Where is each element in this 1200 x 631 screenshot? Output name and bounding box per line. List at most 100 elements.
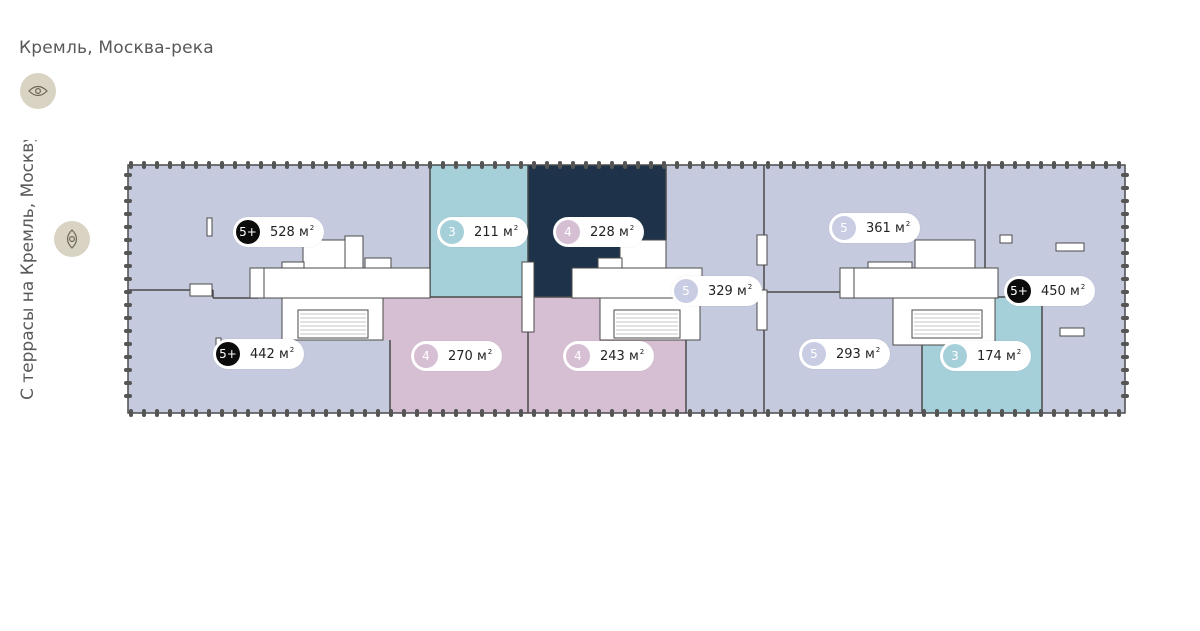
apt-badge[interactable]: 5 361 м2: [829, 213, 921, 243]
facade-column: [1013, 161, 1017, 169]
facade-column: [519, 161, 523, 169]
facade-column: [124, 173, 132, 177]
facade-column: [714, 161, 718, 169]
facade-column: [337, 161, 341, 169]
area-value: 293 м2: [836, 346, 881, 362]
facade-column: [961, 161, 965, 169]
rooms-count: 3: [440, 220, 464, 244]
apt-badge[interactable]: 5 329 м2: [671, 276, 763, 306]
apt-badge[interactable]: 4 270 м2: [411, 341, 503, 371]
facade-column: [259, 409, 263, 417]
facade-column: [389, 161, 393, 169]
facade-column: [662, 161, 666, 169]
facade-column: [753, 409, 757, 417]
facade-column: [935, 409, 939, 417]
area-value: 528 м2: [270, 224, 315, 240]
facade-column: [493, 161, 497, 169]
facade-column: [1052, 161, 1056, 169]
facade-column: [1121, 199, 1129, 203]
facade-column: [779, 161, 783, 169]
apt-badge[interactable]: 5+ 450 м2: [1004, 276, 1096, 306]
facade-column: [272, 409, 276, 417]
facade-column: [1078, 409, 1082, 417]
area-value: 329 м2: [708, 283, 753, 299]
apt-badge[interactable]: 5+ 442 м2: [213, 339, 305, 369]
facade-column: [558, 409, 562, 417]
facade-column: [272, 161, 276, 169]
rooms-count: 5: [802, 342, 826, 366]
apt-badge[interactable]: 3 174 м2: [940, 341, 1032, 371]
facade-column: [168, 409, 172, 417]
rooms-count: 5: [674, 279, 698, 303]
facade-column: [714, 409, 718, 417]
apt-badge[interactable]: 5+ 528 м2: [233, 217, 325, 247]
apt-badge[interactable]: 4 243 м2: [563, 341, 655, 371]
facade-column: [207, 409, 211, 417]
facade-column: [1104, 409, 1108, 417]
facade-column: [259, 161, 263, 169]
facade-column: [1121, 394, 1129, 398]
stairs: [300, 313, 980, 335]
facade-column: [805, 409, 809, 417]
facade-column: [298, 409, 302, 417]
view-eye-button-side[interactable]: [54, 221, 90, 257]
facade-column: [1117, 409, 1121, 417]
facade-column: [545, 409, 549, 417]
facade-column: [792, 409, 796, 417]
facade-column: [1026, 409, 1030, 417]
facade-column: [935, 161, 939, 169]
facade-column: [701, 161, 705, 169]
facade-column: [1000, 409, 1004, 417]
facade-column: [974, 409, 978, 417]
apt-badge[interactable]: 4 228 м2: [553, 217, 645, 247]
facade-column: [818, 409, 822, 417]
facade-column: [766, 161, 770, 169]
facade-column: [831, 409, 835, 417]
rooms-count: 4: [414, 344, 438, 368]
apt-badge[interactable]: 3 211 м2: [437, 217, 529, 247]
facade-column: [909, 161, 913, 169]
facade-column: [285, 161, 289, 169]
facade-column: [1078, 161, 1082, 169]
rooms-count: 3: [943, 344, 967, 368]
facade-column: [1121, 277, 1129, 281]
facade-column: [124, 316, 132, 320]
apt-badge[interactable]: 5 293 м2: [799, 339, 891, 369]
facade-column: [389, 409, 393, 417]
facade-column: [1121, 368, 1129, 372]
facade-column: [428, 409, 432, 417]
facade-column: [623, 409, 627, 417]
facade-column: [298, 161, 302, 169]
facade-column: [350, 161, 354, 169]
facade-column: [324, 409, 328, 417]
rooms-count: 5+: [216, 342, 240, 366]
facade-column: [870, 161, 874, 169]
facade-column: [207, 161, 211, 169]
facade-column: [610, 161, 614, 169]
facade-column: [124, 251, 132, 255]
view-eye-button-top[interactable]: [20, 73, 56, 109]
facade-column: [480, 161, 484, 169]
facade-column: [558, 161, 562, 169]
facade-column: [1121, 329, 1129, 333]
facade-column: [688, 161, 692, 169]
facade-column: [506, 409, 510, 417]
facade-column: [922, 409, 926, 417]
facade-column: [1039, 409, 1043, 417]
facade-column: [922, 161, 926, 169]
facade-column: [376, 161, 380, 169]
facade-column: [124, 199, 132, 203]
facade-column: [649, 409, 653, 417]
facade-column: [662, 409, 666, 417]
facade-column: [124, 264, 132, 268]
facade-column: [233, 409, 237, 417]
facade-column: [246, 409, 250, 417]
facade-column: [571, 161, 575, 169]
facade-column: [1052, 409, 1056, 417]
facade-column: [1121, 212, 1129, 216]
facade-column: [688, 409, 692, 417]
facade-column: [857, 409, 861, 417]
facade-column: [675, 409, 679, 417]
facade-column: [194, 409, 198, 417]
